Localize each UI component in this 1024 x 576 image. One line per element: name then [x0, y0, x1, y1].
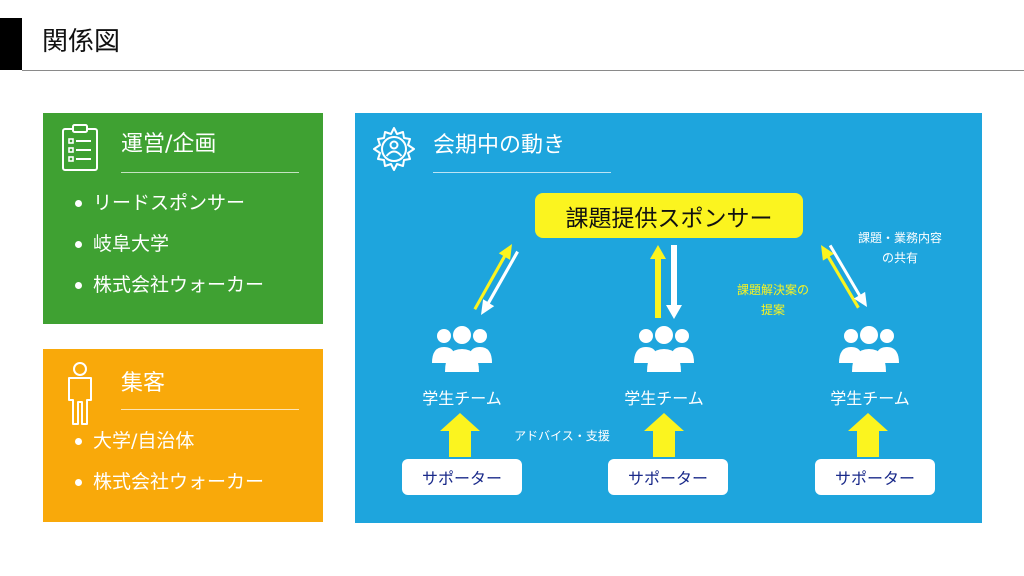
team-label: 学生チーム [830, 389, 910, 408]
arrow-down-left-white [481, 250, 519, 315]
team-label: 学生チーム [422, 389, 502, 408]
page-title: 関係図 [42, 27, 121, 57]
arrow-up-supporter-left [440, 413, 480, 457]
note-share-line: の共有 [881, 251, 918, 265]
supporter-box: サポーター [402, 459, 522, 495]
title-divider [22, 70, 1024, 71]
arrow-down-middle-white [666, 245, 682, 319]
customer-card: 集客 大学/自治体 株式会社ウォーカー [43, 349, 323, 522]
list-item: 株式会社ウォーカー [75, 471, 264, 512]
title-bar: 関係図 [0, 0, 1024, 72]
arrow-up-left-yellow [473, 244, 512, 310]
arrow-down-right-white [828, 244, 867, 307]
arrow-up-middle-yellow [650, 245, 666, 318]
customer-card-divider [121, 409, 299, 410]
supporter-box: サポーター [608, 459, 728, 495]
customer-card-title: 集客 [121, 371, 166, 396]
title-accent-bar [0, 18, 22, 70]
customer-list: 大学/自治体 株式会社ウォーカー [75, 430, 264, 512]
list-item: リードスポンサー [75, 192, 264, 233]
clipboard-list-icon [62, 124, 98, 171]
sponsor-box: 課題提供スポンサー [535, 193, 803, 238]
team-group-icon [432, 326, 492, 372]
team-group-icon [839, 326, 899, 372]
note-proposal-line: 課題解決案の [736, 283, 809, 297]
flow-panel: 会期中の動き 課題提供スポンサー [355, 113, 982, 523]
list-item: 大学/自治体 [75, 430, 264, 471]
arrow-up-right-yellow [821, 245, 860, 309]
flow-title: 会期中の動き [433, 133, 566, 158]
operation-card: 運営/企画 リードスポンサー 岐阜大学 株式会社ウォーカー [43, 113, 323, 324]
supporter-box: サポーター [815, 459, 935, 495]
team-label: 学生チーム [624, 389, 704, 408]
list-item: 岐阜大学 [75, 233, 264, 274]
operation-card-title: 運営/企画 [121, 132, 217, 157]
note-share-line: 課題・業務内容 [857, 231, 942, 245]
list-item: 株式会社ウォーカー [75, 274, 264, 315]
flow-arrows [440, 244, 888, 457]
operation-list: リードスポンサー 岐阜大学 株式会社ウォーカー [75, 192, 264, 315]
operation-card-divider [121, 172, 299, 173]
flow-title-divider [433, 172, 611, 173]
arrow-up-supporter-middle [644, 413, 684, 457]
note-advice: アドバイス・支援 [514, 429, 610, 443]
person-outline-icon [68, 362, 92, 425]
note-proposal-line: 提案 [760, 303, 785, 317]
team-group-icon [634, 326, 694, 372]
arrow-up-supporter-right [848, 413, 888, 457]
note-proposal: 課題解決案の 提案 [725, 280, 821, 320]
gear-person-icon [373, 127, 415, 171]
note-share: 課題・業務内容 の共有 [840, 228, 960, 268]
